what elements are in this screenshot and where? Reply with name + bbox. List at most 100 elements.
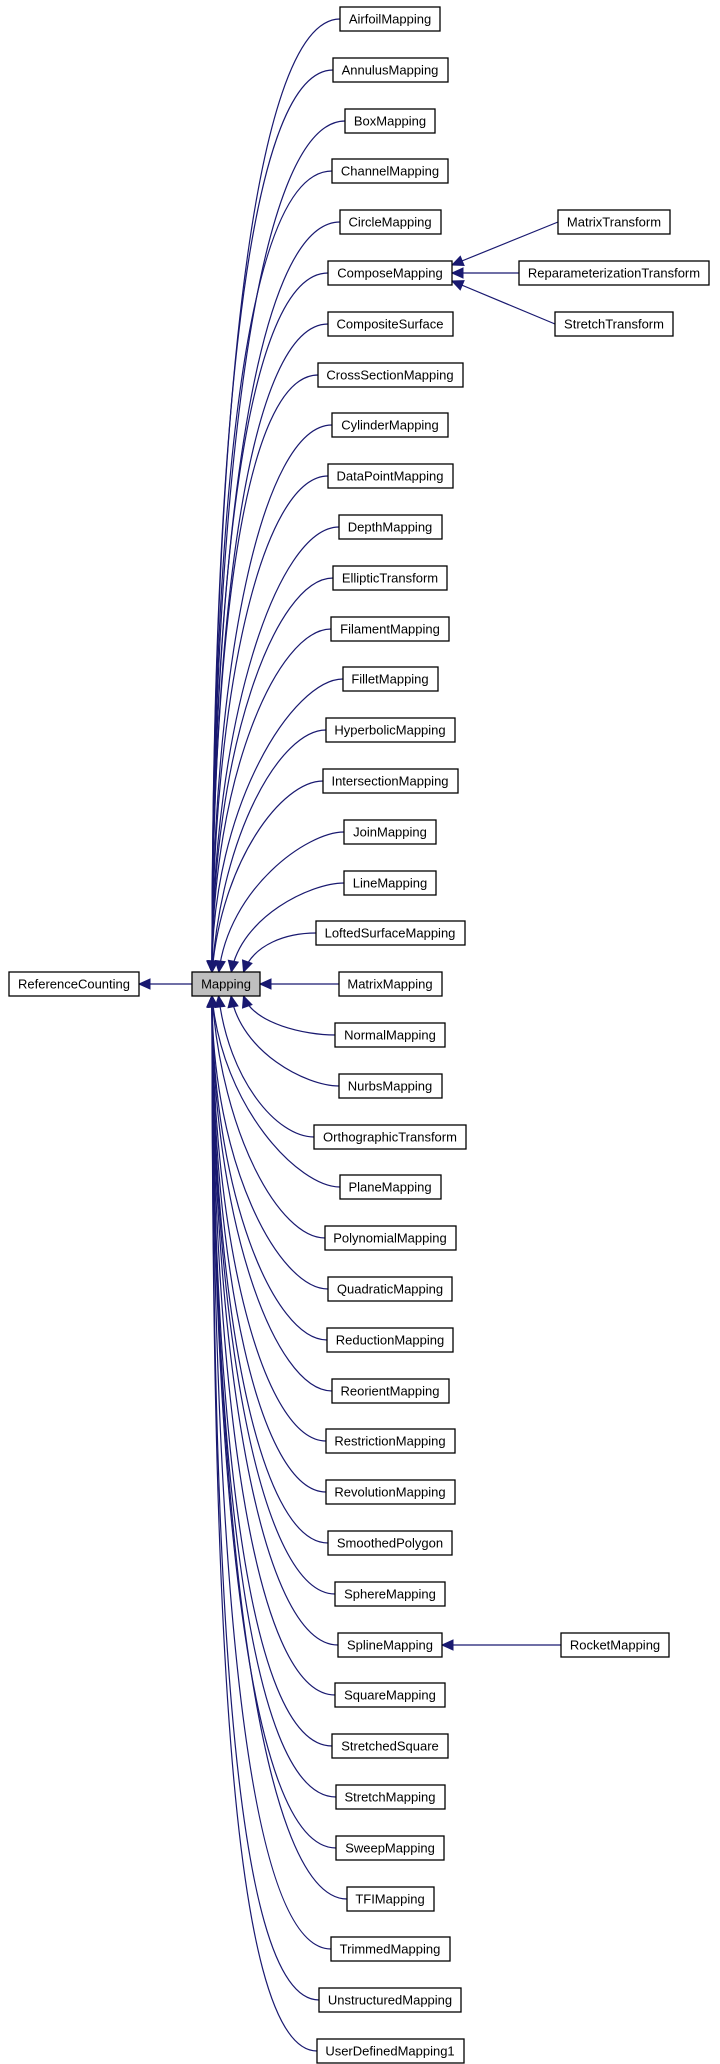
inheritance-arrowhead [214, 959, 226, 974]
class-box [322, 768, 459, 794]
class-node-revolutionmapping[interactable]: RevolutionMapping [325, 1479, 456, 1505]
class-box [337, 1632, 443, 1658]
class-box [331, 158, 449, 184]
class-label: QuadraticMapping [337, 1282, 443, 1297]
class-node-unstructuredmapping[interactable]: UnstructuredMapping [318, 1987, 462, 2013]
class-node-trimmedmapping[interactable]: TrimmedMapping [330, 1936, 451, 1962]
class-label: SquareMapping [344, 1688, 436, 1703]
class-node-restrictionmapping[interactable]: RestrictionMapping [325, 1428, 456, 1454]
class-node-matrixtransform[interactable]: MatrixTransform [557, 209, 671, 235]
edge-hyperbolicmapping-to-mapping [207, 729, 327, 974]
class-node-linemapping[interactable]: LineMapping [343, 870, 437, 896]
class-box [335, 1784, 446, 1810]
class-label: DataPointMapping [337, 469, 444, 484]
class-box [339, 209, 442, 235]
edge-line [242, 932, 317, 973]
class-node-reductionmapping[interactable]: ReductionMapping [326, 1327, 454, 1353]
class-box [327, 311, 454, 337]
class-label: RevolutionMapping [334, 1485, 445, 1500]
class-label: FilletMapping [351, 672, 428, 687]
edge-line [211, 995, 333, 1392]
class-label: PolynomialMapping [333, 1231, 446, 1246]
class-node-splinemapping[interactable]: SplineMapping [337, 1632, 443, 1658]
class-node-stretchedsquare[interactable]: StretchedSquare [331, 1733, 449, 1759]
class-node-loftedsurfacemapping[interactable]: LoftedSurfaceMapping [315, 920, 466, 946]
class-node-mapping[interactable]: Mapping [191, 971, 261, 997]
class-node-matrixmapping[interactable]: MatrixMapping [338, 971, 443, 997]
class-node-elliptictransform[interactable]: EllipticTransform [332, 565, 448, 591]
class-node-referencecounting[interactable]: ReferenceCounting [8, 971, 140, 997]
edge-line [211, 995, 327, 1493]
edge-matrixtransform-to-composemapping [450, 221, 559, 267]
class-node-filamentmapping[interactable]: FilamentMapping [330, 616, 450, 642]
inheritance-arrowhead [450, 280, 465, 291]
edge-line [211, 995, 337, 1798]
class-box [318, 1987, 462, 2013]
edge-linemapping-to-mapping [227, 882, 345, 974]
edge-line [211, 995, 326, 1239]
class-label: SphereMapping [344, 1587, 436, 1602]
class-node-boxmapping[interactable]: BoxMapping [344, 108, 436, 134]
edge-line [211, 995, 327, 1442]
edge-sweepmapping-to-mapping [206, 994, 337, 1849]
class-box [560, 1632, 670, 1658]
class-node-sweepmapping[interactable]: SweepMapping [335, 1835, 445, 1861]
class-node-smoothedpolygon[interactable]: SmoothedPolygon [327, 1530, 453, 1556]
class-node-channelmapping[interactable]: ChannelMapping [331, 158, 449, 184]
class-node-crosssectionmapping[interactable]: CrossSectionMapping [317, 362, 464, 388]
class-label: RocketMapping [570, 1638, 660, 1653]
class-node-squaremapping[interactable]: SquareMapping [334, 1682, 446, 1708]
class-node-planemapping[interactable]: PlaneMapping [339, 1174, 442, 1200]
class-node-rocketmapping[interactable]: RocketMapping [560, 1632, 670, 1658]
class-node-orthographictransform[interactable]: OrthographicTransform [313, 1124, 467, 1150]
class-node-filletmapping[interactable]: FilletMapping [342, 666, 439, 692]
class-box [325, 1479, 456, 1505]
class-node-nurbsmapping[interactable]: NurbsMapping [338, 1073, 443, 1099]
edge-reorientmapping-to-mapping [206, 994, 333, 1392]
inheritance-arrowhead [227, 994, 239, 1009]
class-node-stretchtransform[interactable]: StretchTransform [554, 311, 674, 337]
class-label: TrimmedMapping [340, 1942, 441, 1957]
class-node-intersectionmapping[interactable]: IntersectionMapping [322, 768, 459, 794]
class-node-joinmapping[interactable]: JoinMapping [343, 819, 437, 845]
class-label: DepthMapping [348, 520, 433, 535]
class-box [331, 1378, 450, 1404]
class-node-composemapping[interactable]: ComposeMapping [327, 260, 453, 286]
class-box [334, 1682, 446, 1708]
edge-line [211, 374, 319, 973]
edge-smoothedpolygon-to-mapping [206, 994, 329, 1544]
class-node-annulusmapping[interactable]: AnnulusMapping [332, 57, 449, 83]
class-box [327, 260, 453, 286]
class-node-airfoilmapping[interactable]: AirfoilMapping [339, 6, 441, 32]
class-node-stretchmapping[interactable]: StretchMapping [335, 1784, 446, 1810]
class-box [334, 1581, 446, 1607]
edge-loftedsurfacemapping-to-mapping [241, 932, 317, 974]
class-label: SweepMapping [345, 1841, 435, 1856]
class-node-tfimapping[interactable]: TFIMapping [346, 1886, 435, 1912]
class-node-spheremapping[interactable]: SphereMapping [334, 1581, 446, 1607]
inheritance-arrowhead [450, 267, 464, 279]
class-node-datapointmapping[interactable]: DataPointMapping [327, 463, 454, 489]
class-box [335, 1835, 445, 1861]
edge-line [451, 280, 556, 325]
class-box [327, 1530, 453, 1556]
class-node-userdefinedmapping1[interactable]: UserDefinedMapping1 [316, 2038, 465, 2064]
class-label: FilamentMapping [340, 622, 440, 637]
class-box [327, 1276, 453, 1302]
class-node-circlemapping[interactable]: CircleMapping [339, 209, 442, 235]
class-node-normalmapping[interactable]: NormalMapping [334, 1022, 446, 1048]
edge-line [218, 995, 315, 1138]
class-node-cylindermapping[interactable]: CylinderMapping [331, 412, 449, 438]
class-box [313, 1124, 467, 1150]
class-node-quadraticmapping[interactable]: QuadraticMapping [327, 1276, 453, 1302]
inheritance-arrowhead [227, 959, 240, 974]
class-node-hyperbolicmapping[interactable]: HyperbolicMapping [325, 717, 456, 743]
class-node-compositesurface[interactable]: CompositeSurface [327, 311, 454, 337]
class-node-depthmapping[interactable]: DepthMapping [338, 514, 443, 540]
edge-airfoilmapping-to-mapping [206, 18, 341, 974]
edge-stretchtransform-to-composemapping [450, 280, 556, 325]
class-node-polynomialmapping[interactable]: PolynomialMapping [324, 1225, 457, 1251]
class-label: IntersectionMapping [331, 774, 448, 789]
class-node-reorientmapping[interactable]: ReorientMapping [331, 1378, 450, 1404]
class-node-reparameterizationtransform[interactable]: ReparameterizationTransform [518, 260, 710, 286]
